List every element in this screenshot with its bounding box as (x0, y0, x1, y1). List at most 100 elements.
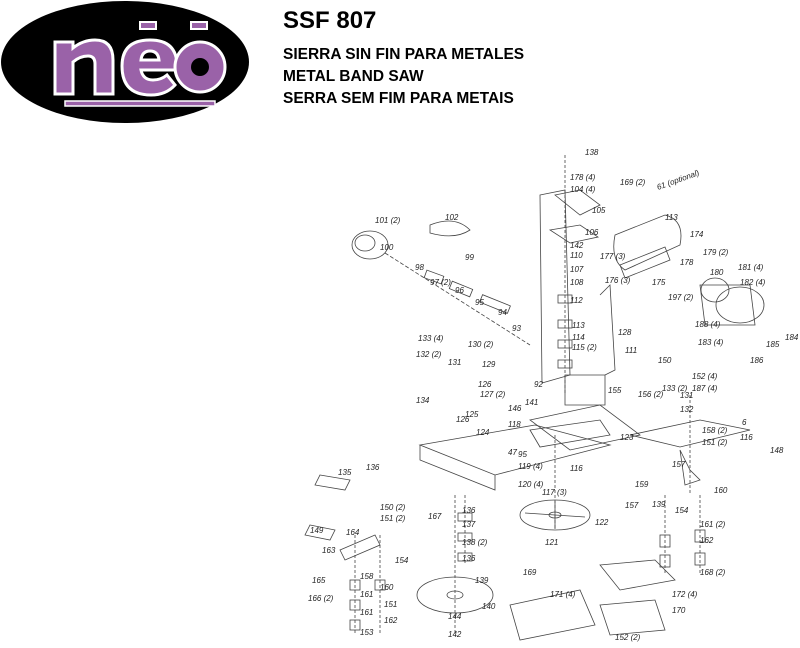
part-label: 114 (572, 333, 585, 342)
part-label: 116 (740, 433, 753, 442)
part-label: 113 (572, 321, 585, 330)
part-label: 134 (416, 396, 430, 405)
part-label: 119 (4) (518, 462, 543, 471)
part-label: 154 (675, 506, 689, 515)
part-label: 142 (448, 630, 462, 639)
part-label: 139 (475, 576, 489, 585)
part-label: 160 (714, 486, 728, 495)
part-label: 141 (525, 398, 538, 407)
part-label: 101 (2) (375, 216, 401, 225)
part-label: 115 (2) (572, 343, 597, 352)
subtitle-spanish: SIERRA SIN FIN PARA METALES (283, 46, 525, 63)
part-label: 187 (4) (692, 384, 718, 393)
part-label: 151 (2) (380, 514, 406, 523)
part-label: 156 (2) (638, 390, 664, 399)
part-label: 136 (462, 506, 476, 515)
part-label: 61 (optional) (656, 168, 701, 192)
part-label: 92 (534, 380, 543, 389)
part-label: 136 (462, 554, 476, 563)
part-label: 144 (448, 612, 462, 621)
part-label: 118 (508, 420, 521, 429)
part-label: 126 (478, 380, 492, 389)
part-label: 162 (700, 536, 714, 545)
part-label: 131 (448, 358, 461, 367)
part-label: 171 (4) (550, 590, 576, 599)
part-label: 158 (2) (702, 426, 728, 435)
part-label: 154 (395, 556, 409, 565)
part-label: 127 (2) (480, 390, 506, 399)
part-label: 149 (310, 526, 324, 535)
part-label: 125 (465, 410, 479, 419)
part-label: 95 (475, 298, 484, 307)
part-label: 161 (2) (700, 520, 726, 529)
part-label: 146 (508, 404, 522, 413)
part-label: 165 (312, 576, 326, 585)
part-label: 98 (415, 263, 424, 272)
part-label: 132 (680, 405, 694, 414)
part-label: 135 (338, 468, 352, 477)
part-label: 150 (2) (380, 503, 406, 512)
exploded-parts-diagram: 138 178 (4) 104 (4) 105 106 142 110 107 … (304, 148, 799, 642)
part-label: 131 (680, 391, 693, 400)
part-label: 150 (658, 356, 672, 365)
part-label: 142 (570, 241, 584, 250)
part-label: 152 (2) (615, 633, 641, 642)
part-label: 161 (360, 608, 373, 617)
part-label: 47 (508, 448, 517, 457)
part-label: 179 (2) (703, 248, 729, 257)
part-label: 113 (665, 213, 678, 222)
part-label: 151 (384, 600, 397, 609)
part-label: 132 (2) (416, 350, 442, 359)
part-label: 177 (3) (600, 252, 626, 261)
part-label: 175 (652, 278, 666, 287)
part-label: 123 (620, 433, 634, 442)
part-label: 162 (384, 616, 398, 625)
part-label: 158 (360, 572, 374, 581)
part-label: 137 (462, 520, 476, 529)
part-label: 157 (625, 501, 639, 510)
part-label: 97 (2) (430, 278, 451, 287)
part-label: 148 (770, 446, 784, 455)
part-label: 110 (570, 251, 583, 260)
part-label: 140 (482, 602, 496, 611)
part-label: 160 (380, 583, 394, 592)
part-label: 133 (4) (418, 334, 444, 343)
part-label: 151 (2) (702, 438, 728, 447)
part-label: 178 (4) (570, 173, 596, 182)
part-label: 133 (2) (662, 384, 688, 393)
part-label: 108 (570, 278, 584, 287)
part-label: 170 (672, 606, 686, 615)
part-label: 122 (595, 518, 609, 527)
part-label: 138 (585, 148, 599, 157)
part-label: 197 (2) (668, 293, 694, 302)
part-label: 161 (360, 590, 373, 599)
part-label: 94 (498, 308, 507, 317)
part-label: 99 (465, 253, 474, 262)
part-label: 96 (455, 286, 464, 295)
part-label: 169 (2) (620, 178, 646, 187)
part-label: 181 (4) (738, 263, 764, 272)
model-title: SSF 807 (283, 7, 377, 34)
part-label: 180 (710, 268, 724, 277)
part-label: 184 (785, 333, 799, 342)
part-label: 107 (570, 265, 584, 274)
part-label: 139 (652, 500, 666, 509)
part-label: 124 (476, 428, 490, 437)
part-label: 174 (690, 230, 704, 239)
part-label: 172 (4) (672, 590, 698, 599)
part-labels: 138 178 (4) 104 (4) 105 106 142 110 107 … (308, 148, 799, 642)
part-label: 186 (750, 356, 764, 365)
part-label: 157 (672, 460, 686, 469)
part-label: 104 (4) (570, 185, 596, 194)
part-label: 136 (366, 463, 380, 472)
part-label: 167 (428, 512, 442, 521)
part-label: 159 (635, 480, 649, 489)
part-label: 120 (4) (518, 480, 544, 489)
part-label: 128 (618, 328, 632, 337)
part-label: 182 (4) (740, 278, 766, 287)
part-label: 111 (625, 346, 637, 355)
part-label: 100 (380, 243, 394, 252)
neo-logo (1, 1, 249, 123)
part-label: 155 (608, 386, 622, 395)
part-label: 166 (2) (308, 594, 334, 603)
